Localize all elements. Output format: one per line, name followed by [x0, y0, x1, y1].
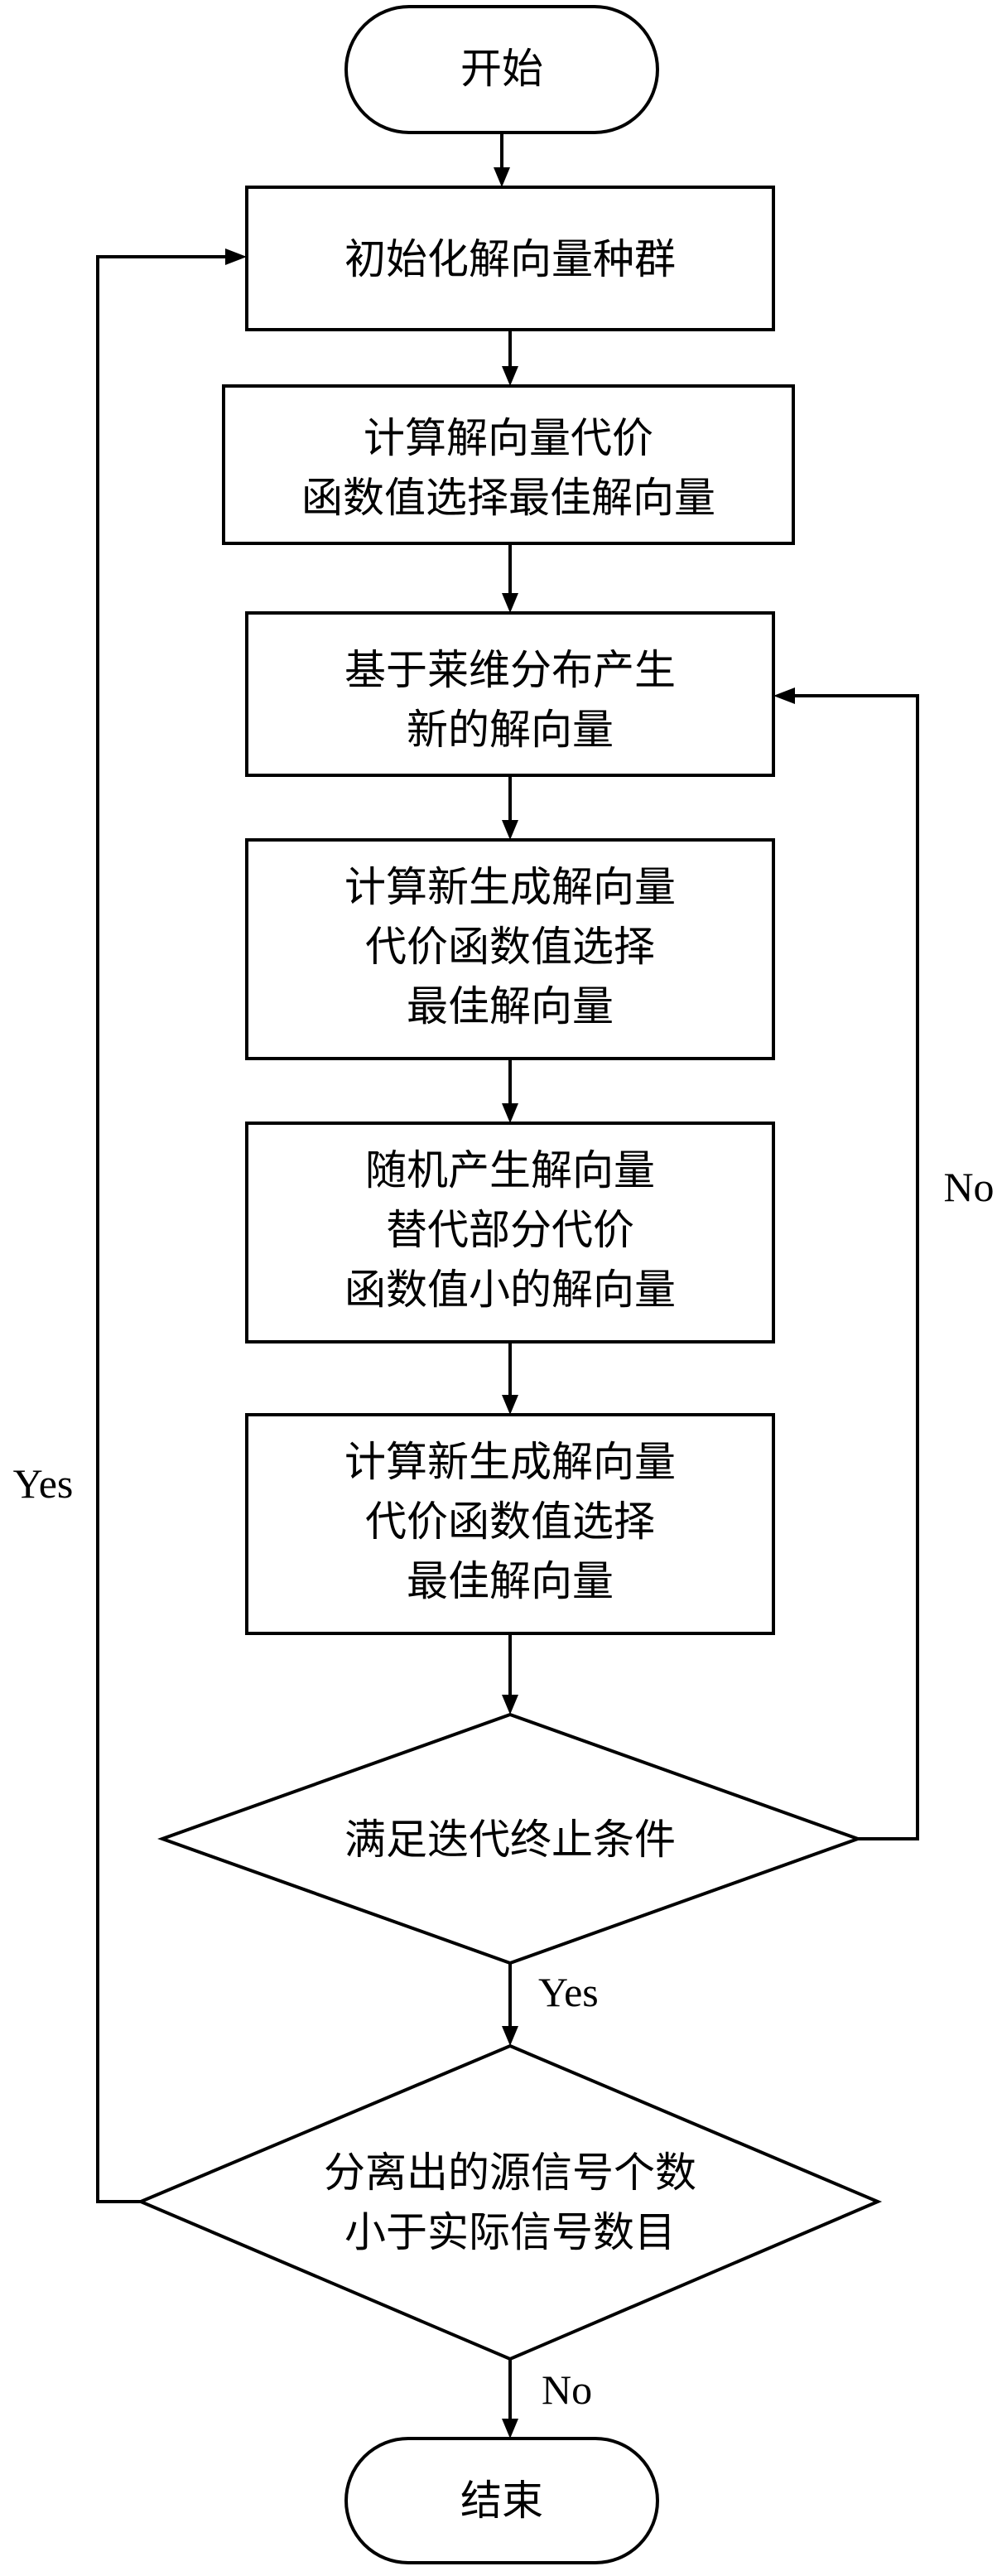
random-replace-box: 随机产生解向量 替代部分代价 函数值小的解向量 [245, 1122, 775, 1343]
source-count-decision-line2: 小于实际信号数目 [344, 2208, 676, 2256]
yes-loop-label: Yes [13, 1460, 74, 1507]
connector-random-to-newcost2 [502, 1342, 518, 1415]
connector-decision1-to-decision2 [502, 1963, 518, 2046]
connector-levy-to-newcost [502, 775, 518, 840]
termination-decision-text: 满足迭代终止条件 [344, 1816, 676, 1864]
end-label: 结束 [460, 2477, 543, 2525]
source-count-decision: 分离出的源信号个数 小于实际信号数目 [136, 2043, 883, 2361]
source-count-decision-line1: 分离出的源信号个数 [324, 2149, 696, 2197]
start-terminal: 开始 [344, 5, 659, 134]
no-down-label: No [542, 2366, 592, 2413]
start-label: 开始 [460, 45, 543, 93]
compute-new-cost-1-line3: 最佳解向量 [407, 982, 614, 1030]
compute-new-cost-2-line3: 最佳解向量 [407, 1557, 614, 1605]
no-loop-connector [773, 687, 919, 1840]
compute-new-cost-box-1: 计算新生成解向量 代价函数值选择 最佳解向量 [245, 838, 775, 1060]
init-population-box: 初始化解向量种群 [245, 186, 775, 331]
compute-new-cost-1-line2: 代价函数值选择 [365, 923, 655, 971]
levy-flight-line2: 新的解向量 [407, 706, 614, 754]
random-replace-line2: 替代部分代价 [386, 1206, 634, 1254]
connector-decision2-to-end [502, 2359, 518, 2439]
compute-cost-line1: 计算解向量代价 [364, 414, 653, 462]
levy-flight-line1: 基于莱维分布产生 [344, 646, 676, 694]
termination-decision: 满足迭代终止条件 [157, 1712, 863, 1966]
random-replace-line3: 函数值小的解向量 [344, 1266, 676, 1314]
yes-loop-connector [96, 248, 247, 2203]
compute-new-cost-box-2: 计算新生成解向量 代价函数值选择 最佳解向量 [245, 1413, 775, 1635]
compute-cost-box: 计算解向量代价 函数值选择最佳解向量 [222, 384, 795, 545]
connector-newcost-to-random [502, 1059, 518, 1123]
connector-start-to-init [494, 133, 510, 187]
random-replace-line1: 随机产生解向量 [365, 1146, 655, 1194]
connector-newcost2-to-decision1 [502, 1633, 518, 1715]
compute-cost-line2: 函数值选择最佳解向量 [301, 474, 715, 522]
no-loop-label: No [943, 1164, 994, 1210]
connector-init-to-cost [502, 330, 518, 386]
levy-flight-box: 基于莱维分布产生 新的解向量 [245, 611, 775, 777]
init-population-text: 初始化解向量种群 [344, 235, 676, 283]
end-terminal: 结束 [344, 2437, 659, 2564]
compute-new-cost-2-line1: 计算新生成解向量 [344, 1438, 676, 1486]
compute-new-cost-1-line1: 计算新生成解向量 [344, 863, 676, 911]
compute-new-cost-2-line2: 代价函数值选择 [365, 1498, 655, 1546]
connector-cost-to-levy [502, 543, 518, 613]
yes-down-label: Yes [538, 1969, 599, 2015]
